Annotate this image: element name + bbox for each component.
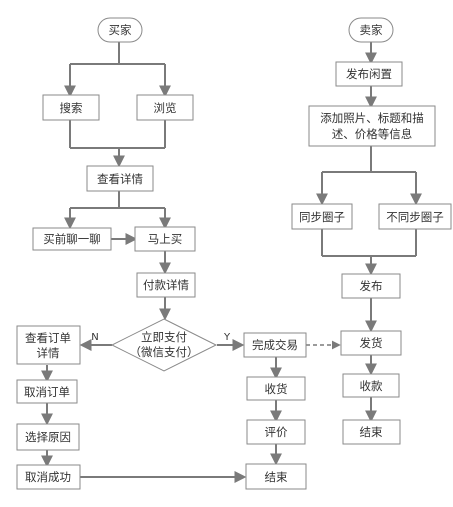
svg-text:发布: 发布: [360, 279, 383, 293]
publish-idle-node: 发布闲置: [335, 61, 403, 87]
buyer-connectors: [41, 42, 282, 483]
buyer-start-node: 买家: [97, 17, 143, 43]
branch-yes-label: Y: [223, 332, 231, 343]
ship-node: 发货: [340, 330, 402, 356]
svg-text:收货: 收货: [265, 382, 288, 396]
branch-no-label: N: [91, 332, 98, 343]
svg-text:选择原因: 选择原因: [25, 430, 71, 444]
svg-text:取消订单: 取消订单: [24, 385, 70, 399]
cancel-order-node: 取消订单: [16, 379, 78, 404]
svg-text:评价: 评价: [265, 425, 288, 439]
svg-text:添加照片、标题和描: 添加照片、标题和描: [320, 111, 424, 125]
svg-text:收款: 收款: [360, 379, 383, 393]
sync-circle-node: 同步圈子: [291, 203, 353, 230]
svg-text:查看详情: 查看详情: [97, 172, 143, 186]
svg-text:查看订单: 查看订单: [25, 331, 71, 345]
svg-text:（微信支付）: （微信支付）: [130, 345, 199, 359]
svg-text:详情: 详情: [37, 346, 60, 360]
svg-text:结束: 结束: [265, 470, 288, 484]
payment-details-node: 付款详情: [136, 272, 196, 298]
add-info-node: 添加照片、标题和描 述、价格等信息: [308, 105, 436, 147]
publish-node: 发布: [341, 273, 401, 299]
svg-text:立即支付: 立即支付: [141, 330, 187, 344]
svg-text:完成交易: 完成交易: [252, 338, 298, 352]
receive-goods-node: 收货: [246, 376, 306, 401]
deal-done-node: 完成交易: [243, 332, 307, 358]
svg-text:不同步圈子: 不同步圈子: [386, 210, 444, 224]
svg-text:结束: 结束: [360, 425, 383, 439]
svg-text:搜索: 搜索: [60, 101, 83, 115]
buy-now-node: 马上买: [134, 226, 196, 252]
view-details-node: 查看详情: [86, 165, 154, 192]
seller-end-node: 结束: [342, 419, 401, 445]
browse-node: 浏览: [136, 94, 194, 121]
svg-text:述、价格等信息: 述、价格等信息: [332, 127, 413, 141]
svg-text:Y: Y: [223, 332, 231, 343]
svg-text:买家: 买家: [109, 23, 132, 37]
svg-text:发货: 发货: [360, 336, 383, 350]
svg-text:同步圈子: 同步圈子: [299, 210, 345, 224]
no-sync-circle-node: 不同步圈子: [378, 203, 452, 230]
svg-text:取消成功: 取消成功: [25, 470, 71, 484]
cancel-success-node: 取消成功: [16, 464, 81, 490]
svg-text:马上买: 马上买: [148, 232, 183, 246]
chat-before-buy-node: 买前聊一聊: [32, 227, 112, 251]
svg-text:卖家: 卖家: [360, 23, 383, 37]
search-node: 搜索: [42, 94, 100, 121]
buyer-end-node: 结束: [245, 463, 307, 490]
pay-now-decision: 立即支付 （微信支付）: [110, 318, 218, 372]
collect-payment-node: 收款: [342, 373, 400, 398]
svg-text:发布闲置: 发布闲置: [346, 67, 392, 81]
seller-connectors: [306, 42, 422, 423]
svg-text:付款详情: 付款详情: [143, 278, 189, 292]
choose-reason-node: 选择原因: [16, 423, 80, 451]
seller-start-node: 卖家: [348, 17, 394, 43]
view-order-details-node: 查看订单 详情: [16, 325, 81, 365]
svg-text:买前聊一聊: 买前聊一聊: [43, 232, 101, 246]
svg-text:浏览: 浏览: [154, 101, 177, 115]
svg-text:N: N: [91, 332, 98, 343]
review-node: 评价: [246, 419, 306, 445]
